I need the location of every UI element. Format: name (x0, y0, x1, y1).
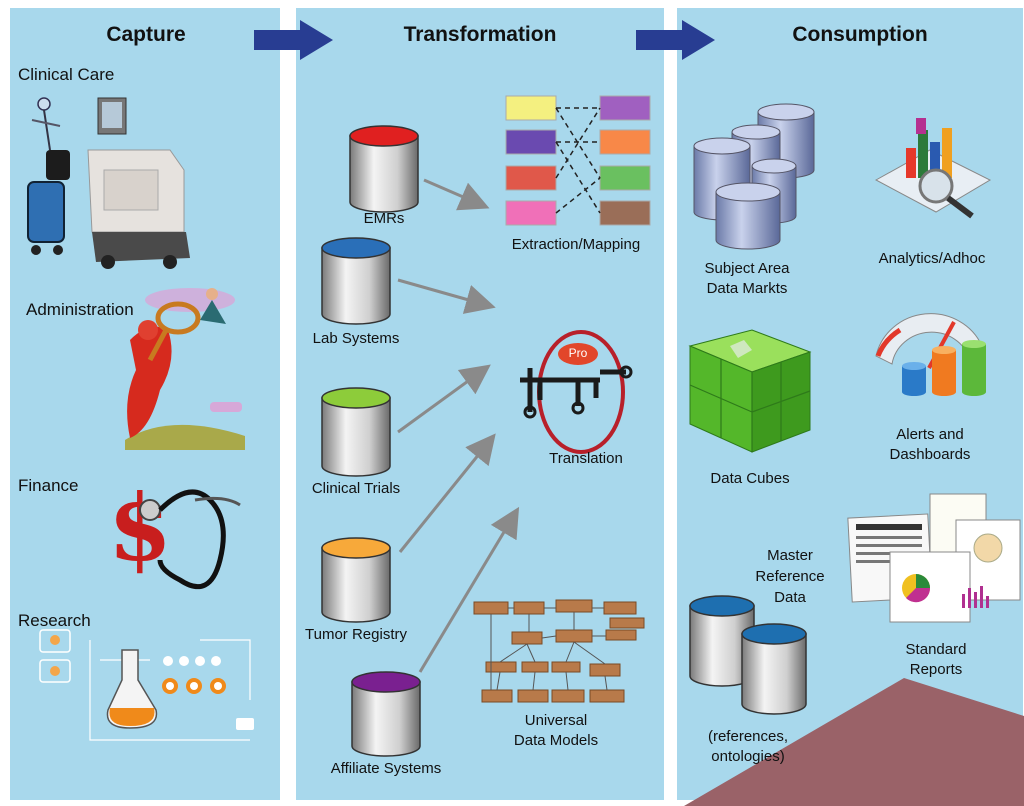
extraction-mapping-icon (505, 95, 651, 226)
finance-dollar-stethoscope-icon: $ (108, 474, 241, 590)
master-label-line3: Data (774, 589, 806, 606)
standard-reports-label-line1: Standard (905, 641, 967, 658)
transformation-header: Transformation (403, 23, 557, 46)
lab-systems-database-icon (321, 237, 391, 325)
master-label-line1: Master (767, 547, 813, 564)
references-label-line2: ontologies) (711, 748, 785, 765)
flow-arrow-capture-to-transform (254, 20, 333, 60)
capture-header: Capture (106, 23, 186, 46)
master-label-line2: Reference (755, 568, 825, 585)
clinical-trials-label: Clinical Trials (311, 480, 401, 497)
consumption-header: Consumption (792, 23, 928, 46)
research-lab-icon (39, 629, 254, 741)
source-connector-arrows (397, 178, 520, 673)
analytics-adhoc-icon (874, 118, 992, 219)
standard-reports-icon (847, 493, 1021, 623)
clinical-trials-database-icon (321, 387, 391, 477)
footer-decor-shape (684, 678, 1024, 806)
references-label-line1: (references, (707, 728, 789, 745)
clinical-equipment-icon (27, 97, 190, 269)
extraction-mapping-label: Extraction/Mapping (511, 236, 641, 253)
affiliate-systems-label: Affiliate Systems (330, 760, 442, 777)
clinical-care-label: Clinical Care (18, 65, 115, 84)
universal-data-models-icon (473, 599, 645, 703)
master-reference-database-icon (689, 595, 807, 715)
tumor-registry-label: Tumor Registry (305, 626, 407, 643)
subject-area-data-marts-icon (693, 103, 815, 250)
alerts-label-line1: Alerts and (896, 426, 964, 443)
translation-label: Translation (549, 450, 623, 467)
tumor-registry-database-icon (321, 537, 391, 623)
flow-arrow-transform-to-consumption (636, 20, 715, 60)
administration-figure-icon (125, 288, 245, 450)
affiliate-systems-database-icon (351, 671, 421, 757)
translation-icon (520, 330, 633, 454)
data-cubes-label: Data Cubes (710, 470, 790, 487)
standard-reports-label-line2: Reports (909, 661, 963, 678)
subject-area-label-line1: Subject Area (704, 260, 790, 277)
finance-label: Finance (18, 476, 79, 495)
alerts-dashboards-icon (875, 313, 986, 396)
emrs-database-icon (349, 125, 419, 213)
subject-area-label-line2: Data Markts (706, 280, 788, 297)
analytics-label: Analytics/Adhoc (878, 250, 986, 267)
data-cubes-icon (688, 329, 812, 453)
emrs-label: EMRs (363, 210, 405, 227)
universal-label-line2: Data Models (513, 732, 599, 749)
administration-label: Administration (26, 300, 134, 319)
research-label: Research (18, 611, 91, 630)
pro-badge: Pro (568, 346, 588, 360)
universal-label-line1: Universal (524, 712, 588, 729)
lab-systems-label: Lab Systems (312, 330, 400, 347)
alerts-label-line2: Dashboards (889, 446, 971, 463)
